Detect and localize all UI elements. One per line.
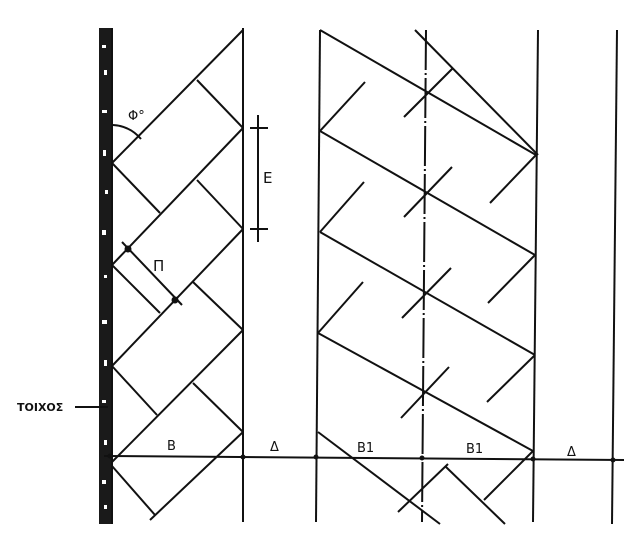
gap-label-left: Δ — [270, 440, 279, 455]
baseline-points — [107, 453, 616, 463]
dimension-p — [121, 241, 183, 306]
wall-label: ΤΟΙΧΟΣ — [17, 401, 63, 414]
angle-label: Φ° — [128, 109, 145, 124]
width-label-b: B — [167, 439, 176, 454]
gap-label-right: Δ — [567, 445, 576, 460]
angle-arc — [112, 124, 142, 140]
structure-lines — [103, 28, 625, 525]
herringbone-right — [317, 29, 539, 525]
width-label-b1-first: B1 — [357, 441, 374, 456]
board-width-label-p: Π — [153, 257, 164, 275]
width-label-b1-second: B1 — [466, 442, 483, 457]
spacing-label-e: E — [263, 169, 272, 187]
herringbone-left — [111, 29, 244, 521]
dimension-e — [250, 115, 268, 242]
wall — [99, 28, 113, 524]
